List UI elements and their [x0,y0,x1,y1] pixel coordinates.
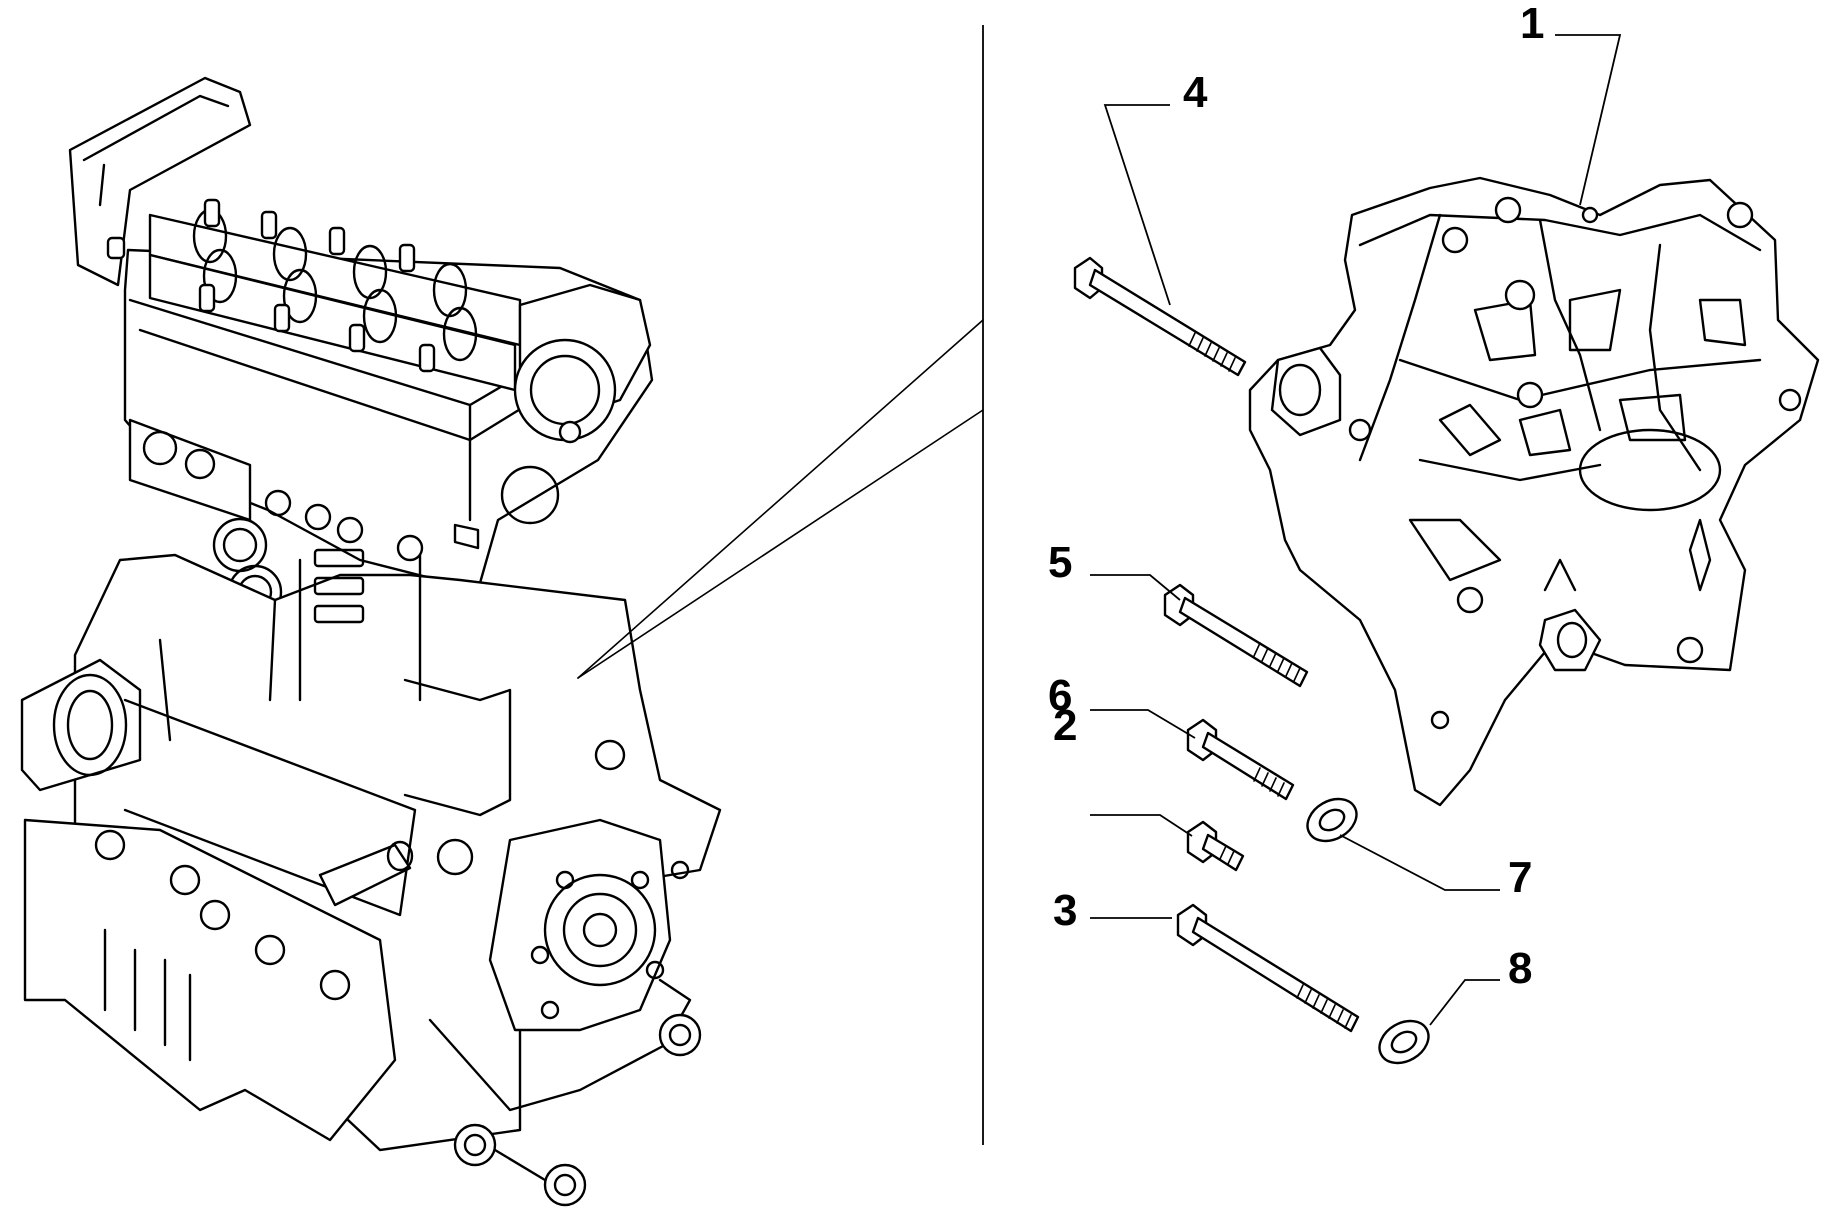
washer-part-8 [1378,1019,1430,1065]
engine-mount-bracket [1248,176,1820,807]
callout-2: 2 [1053,701,1077,750]
reference-wedge [577,319,984,679]
washer-part-7 [1306,797,1358,843]
callout-8: 8 [1508,944,1532,993]
callout-1: 1 [1520,0,1544,48]
bolt-part-2 [1186,820,1245,872]
callout-labels: 1 2 3 4 5 6 7 8 [1048,0,1544,993]
bolt-part-5 [1163,583,1309,688]
bolt-part-3 [1176,903,1360,1033]
callout-4: 4 [1183,68,1208,117]
engine-block-drawing [20,76,722,1207]
callout-7: 7 [1508,853,1532,902]
callout-3: 3 [1053,886,1077,935]
callout-6: 6 [1048,671,1072,720]
bolt-part-6 [1186,718,1295,801]
callout-5: 5 [1048,538,1072,587]
bolt-part-4 [1073,256,1247,377]
leader-lines [1090,34,1622,1026]
